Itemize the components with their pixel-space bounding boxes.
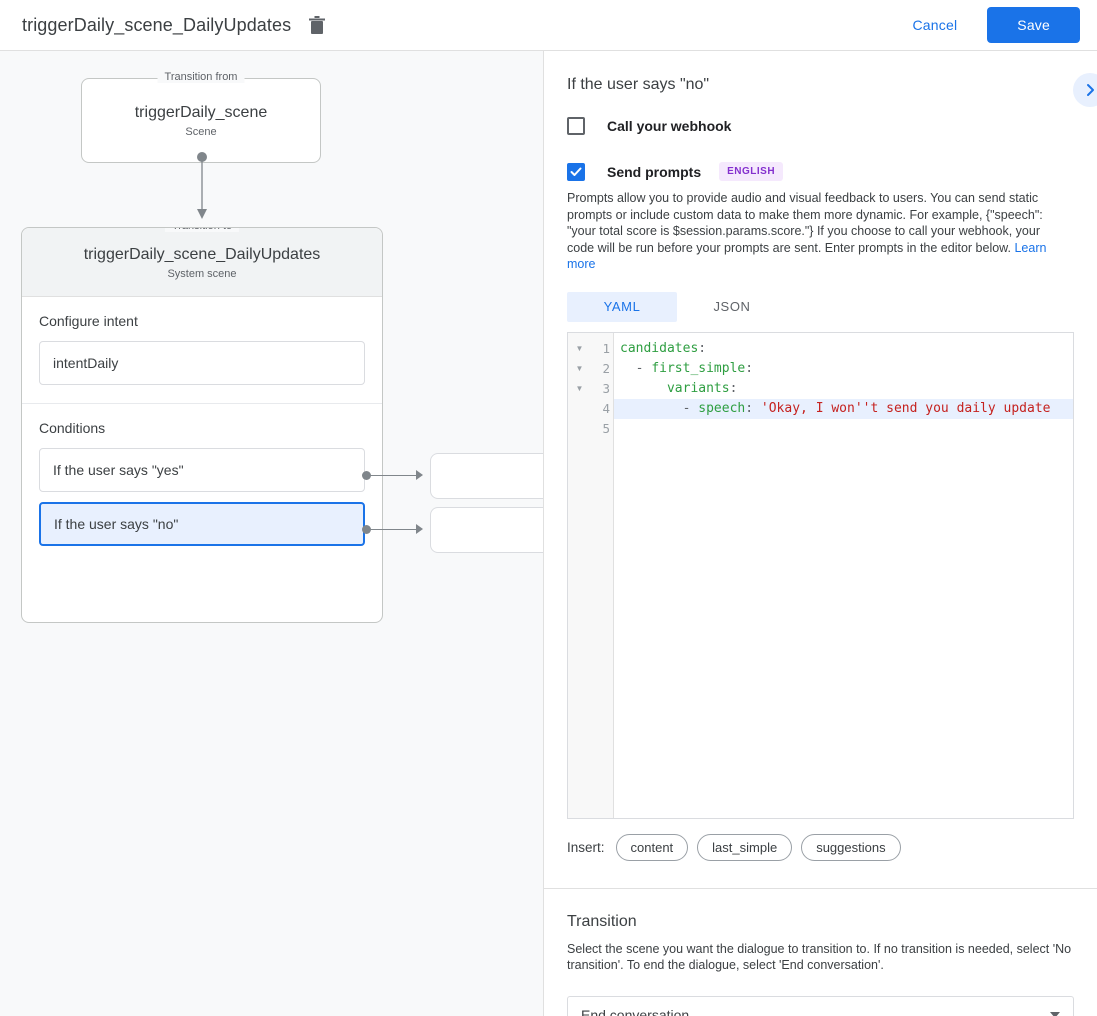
transition-to-node[interactable]: Transition to triggerDaily_scene_DailyUp… [21, 227, 383, 623]
delete-button[interactable] [305, 13, 329, 37]
send-prompts-label: Send prompts [607, 163, 702, 180]
transition-select[interactable]: End conversation [567, 995, 1074, 1016]
line-number: 2 [602, 360, 610, 376]
edge-no-arrowhead [416, 524, 423, 534]
code-indent [620, 381, 667, 396]
transition-from-subtitle: Scene [185, 125, 217, 138]
code-line: variants: [614, 379, 1073, 399]
transition-to-title: triggerDaily_scene_DailyUpdates [83, 246, 321, 263]
code-key: first_simple [651, 360, 746, 376]
graph-canvas[interactable]: Transition from triggerDaily_scene Scene… [0, 51, 543, 1016]
configure-intent-section: Configure intent intentDaily [22, 297, 382, 404]
send-prompts-checkbox[interactable] [567, 162, 585, 181]
code-key: speech [698, 400, 746, 416]
condition-label: If the user says "no" [54, 516, 179, 532]
details-panel-title: If the user says "no" [567, 76, 710, 93]
edge-yes [370, 475, 416, 476]
insert-chip-suggestions[interactable]: suggestions [801, 833, 901, 861]
fold-arrow-2[interactable]: ▼ [575, 364, 584, 373]
panel-divider [543, 51, 544, 1016]
insert-chip-last-simple[interactable]: last_simple [697, 833, 793, 861]
transition-title: Transition [567, 912, 637, 930]
editor-fold-gutter[interactable]: ▼ ▼ ▼ [568, 332, 591, 818]
transition-from-node[interactable]: Transition from triggerDaily_scene Scene [81, 71, 321, 163]
code-line [614, 419, 1073, 439]
check-icon [570, 167, 582, 176]
webhook-checkbox[interactable] [567, 117, 585, 135]
fold-arrow-1[interactable]: ▼ [575, 344, 584, 353]
webhook-checkbox-row[interactable]: Call your webhook [544, 117, 1097, 135]
code-indent: - [620, 400, 699, 416]
condition-port-yes[interactable] [362, 471, 371, 480]
transition-section: Transition Select the scene you want the… [544, 889, 1097, 1016]
details-panel-header: If the user says "no" [544, 51, 1097, 107]
code-line: - first_simple: [614, 359, 1073, 379]
target-node-yes[interactable] [430, 453, 543, 499]
condition-label: If the user says "yes" [53, 462, 184, 478]
code-line: - speech: 'Okay, I won''t send you daily… [614, 398, 1073, 419]
trash-icon [309, 15, 326, 34]
condition-item-no[interactable]: If the user says "no" [39, 502, 365, 546]
chevron-right-icon [1087, 84, 1094, 96]
code-editor[interactable]: ▼ ▼ ▼ 1 2 3 4 5 candidates: - first_simp… [567, 331, 1074, 819]
webhook-label: Call your webhook [607, 118, 732, 134]
code-line: candidates: [614, 339, 1073, 359]
target-node-no[interactable] [430, 507, 543, 553]
line-number: 5 [602, 420, 610, 436]
transition-from-legend: Transition from [157, 71, 245, 83]
configure-intent-label: Configure intent [39, 313, 138, 329]
line-number: 3 [602, 380, 610, 396]
transition-to-legend: Transition to [164, 228, 240, 232]
transition-to-subtitle: System scene [167, 268, 237, 280]
expand-panel-button[interactable] [1073, 73, 1097, 107]
save-button[interactable]: Save [987, 7, 1080, 43]
code-key: candidates [620, 340, 699, 356]
conditions-label: Conditions [39, 420, 106, 436]
send-prompts-description: Prompts allow you to provide audio and v… [544, 181, 1074, 273]
code-punct: : [745, 360, 754, 376]
language-badge: ENGLISH [719, 162, 784, 181]
page-title: triggerDaily_scene_DailyUpdates [22, 14, 292, 35]
condition-port-no[interactable] [362, 525, 371, 534]
details-panel: If the user says "no" Call your webhook … [544, 51, 1097, 1016]
transition-from-title: triggerDaily_scene [134, 103, 268, 121]
insert-chip-content[interactable]: content [615, 833, 689, 861]
code-value: 'Okay, I won''t send you daily update [760, 400, 1051, 416]
code-punct: : [745, 400, 761, 416]
transition-select-value: End conversation [581, 1006, 690, 1016]
fold-arrow-3[interactable]: ▼ [575, 384, 584, 393]
code-key: variants [666, 380, 730, 396]
tab-json[interactable]: JSON [713, 299, 751, 314]
send-prompts-checkbox-row[interactable]: Send prompts ENGLISH [544, 162, 1097, 181]
line-number: 1 [602, 340, 610, 356]
edge-no [370, 529, 416, 530]
conditions-section: Conditions If the user says "yes" If the… [22, 404, 382, 564]
intent-field[interactable]: intentDaily [39, 341, 365, 385]
condition-item-yes[interactable]: If the user says "yes" [39, 448, 365, 492]
section-separator [544, 887, 1097, 889]
edge-yes-arrowhead [416, 470, 423, 480]
top-app-bar: triggerDaily_scene_DailyUpdates Cancel S… [0, 0, 1097, 51]
code-punct: : [698, 340, 707, 356]
transition-description: Select the scene you want the dialogue t… [567, 941, 1072, 973]
send-prompts-description-text: Prompts allow you to provide audio and v… [567, 191, 1043, 255]
topbar-actions: Cancel Save [897, 7, 1097, 43]
editor-code-area[interactable]: candidates: - first_simple: variants: - … [614, 333, 1073, 818]
code-indent: - [620, 360, 652, 376]
chevron-down-icon [1050, 1011, 1060, 1016]
code-punct: : [729, 380, 738, 396]
editor-line-gutter: 1 2 3 4 5 [591, 332, 614, 818]
line-number: 4 [602, 400, 610, 416]
insert-chips-row: Insert: content last_simple suggestions [567, 833, 1074, 861]
transition-to-header: triggerDaily_scene_DailyUpdates System s… [22, 228, 382, 297]
edge-from-to [197, 152, 207, 219]
cancel-button[interactable]: Cancel [897, 8, 974, 42]
editor-format-tabs: YAML JSON [567, 291, 1097, 322]
learn-more-link[interactable]: Learn more [567, 240, 1047, 272]
insert-label: Insert: [567, 839, 605, 855]
tab-yaml[interactable]: YAML [567, 291, 677, 322]
